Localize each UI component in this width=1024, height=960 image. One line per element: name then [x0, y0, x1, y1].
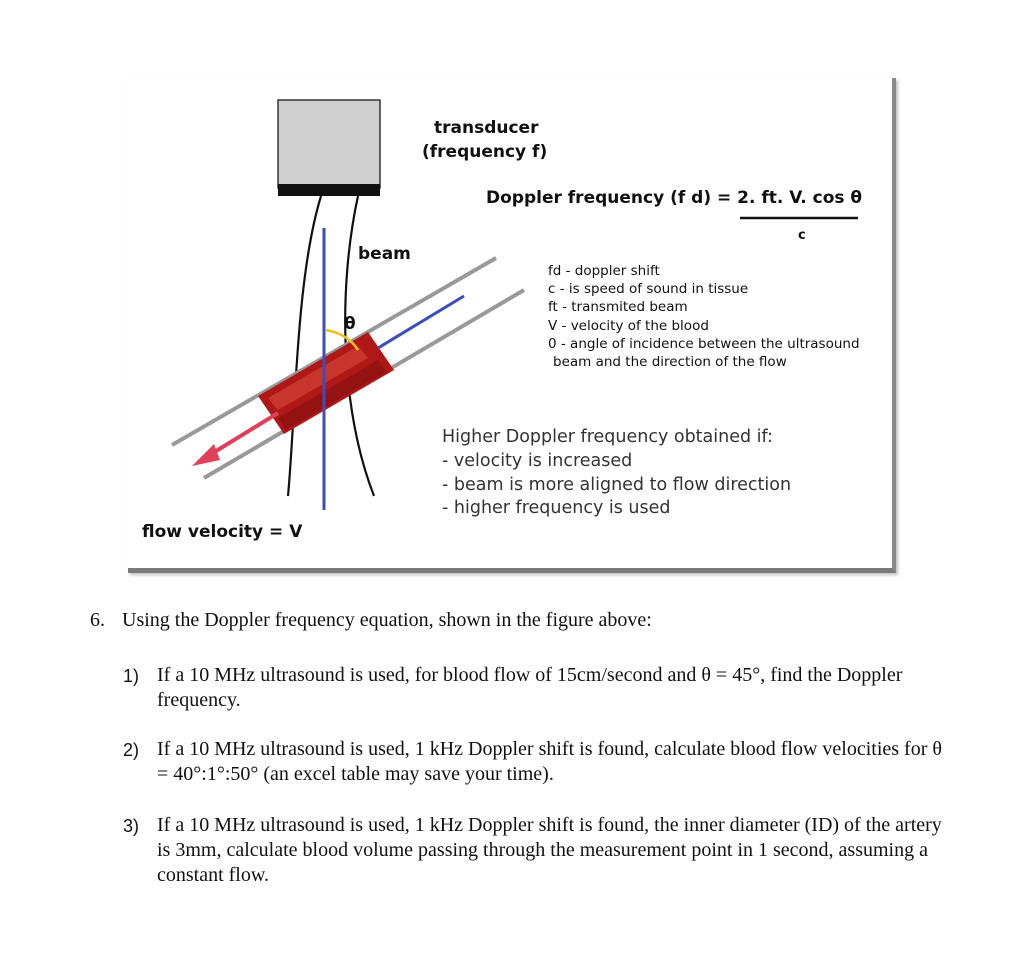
sub-question-1: 1) If a 10 MHz ultrasound is used, for b… — [123, 663, 947, 713]
legend-line: c - is speed of sound in tissue — [548, 281, 749, 298]
sub-question-text: If a 10 MHz ultrasound is used, 1 kHz Do… — [157, 814, 942, 886]
sub-question-number: 2) — [123, 740, 140, 760]
flow-arrow-head — [192, 444, 220, 466]
sub-question-number: 3) — [123, 816, 140, 836]
equation-denominator: c — [798, 228, 806, 243]
beam-label: beam — [358, 244, 411, 264]
legend-line: fd - doppler shift — [548, 263, 660, 279]
notes-item: - velocity is increased — [442, 450, 633, 471]
notes-item: - higher frequency is used — [442, 498, 671, 519]
question-number: 6. — [90, 609, 105, 631]
transducer-face — [278, 184, 380, 196]
transducer-body — [277, 99, 381, 189]
flow-axis-line — [377, 294, 465, 350]
theta-arc — [325, 328, 360, 351]
sub-question-text: If a 10 MHz ultrasound is used, 1 kHz Do… — [157, 738, 942, 785]
notes-item: - beam is more aligned to flow direction — [442, 474, 792, 495]
vessel-wall-top — [171, 256, 497, 447]
transducer-label: transducer — [434, 118, 539, 138]
theta-label: θ — [344, 314, 356, 334]
variable-legend: fd - doppler shift c - is speed of sound… — [548, 262, 860, 371]
doppler-diagram — [171, 99, 858, 510]
flow-velocity-label: flow velocity = V — [142, 522, 303, 542]
question-text: Using the Doppler frequency equation, sh… — [122, 609, 652, 631]
transducer-frequency-label: (frequency f) — [422, 142, 548, 162]
doppler-equation: Doppler frequency (f d) = 2. ft. V. cos … — [486, 188, 863, 208]
doppler-figure: transducer (frequency f) Doppler frequen… — [128, 78, 896, 573]
sub-question-text: If a 10 MHz ultrasound is used, for bloo… — [157, 664, 903, 711]
beam-left-edge — [286, 195, 323, 497]
notes-heading: Higher Doppler frequency obtained if: — [442, 427, 773, 447]
sub-question-3: 3) If a 10 MHz ultrasound is used, 1 kHz… — [123, 813, 947, 888]
legend-line: ft - transmited beam — [548, 299, 688, 316]
legend-line: 0 - angle of incidence between the ultra… — [548, 335, 860, 352]
legend-line: V - velocity of the blood — [548, 317, 709, 334]
sub-question-number: 1) — [123, 666, 140, 686]
higher-frequency-notes: Higher Doppler frequency obtained if: - … — [442, 426, 791, 521]
question-6: 6. Using the Doppler frequency equation, … — [90, 609, 652, 632]
flow-arrow — [206, 411, 280, 458]
legend-line: beam and the direction of the flow — [553, 354, 787, 371]
sub-question-2: 2) If a 10 MHz ultrasound is used, 1 kHz… — [123, 737, 947, 787]
